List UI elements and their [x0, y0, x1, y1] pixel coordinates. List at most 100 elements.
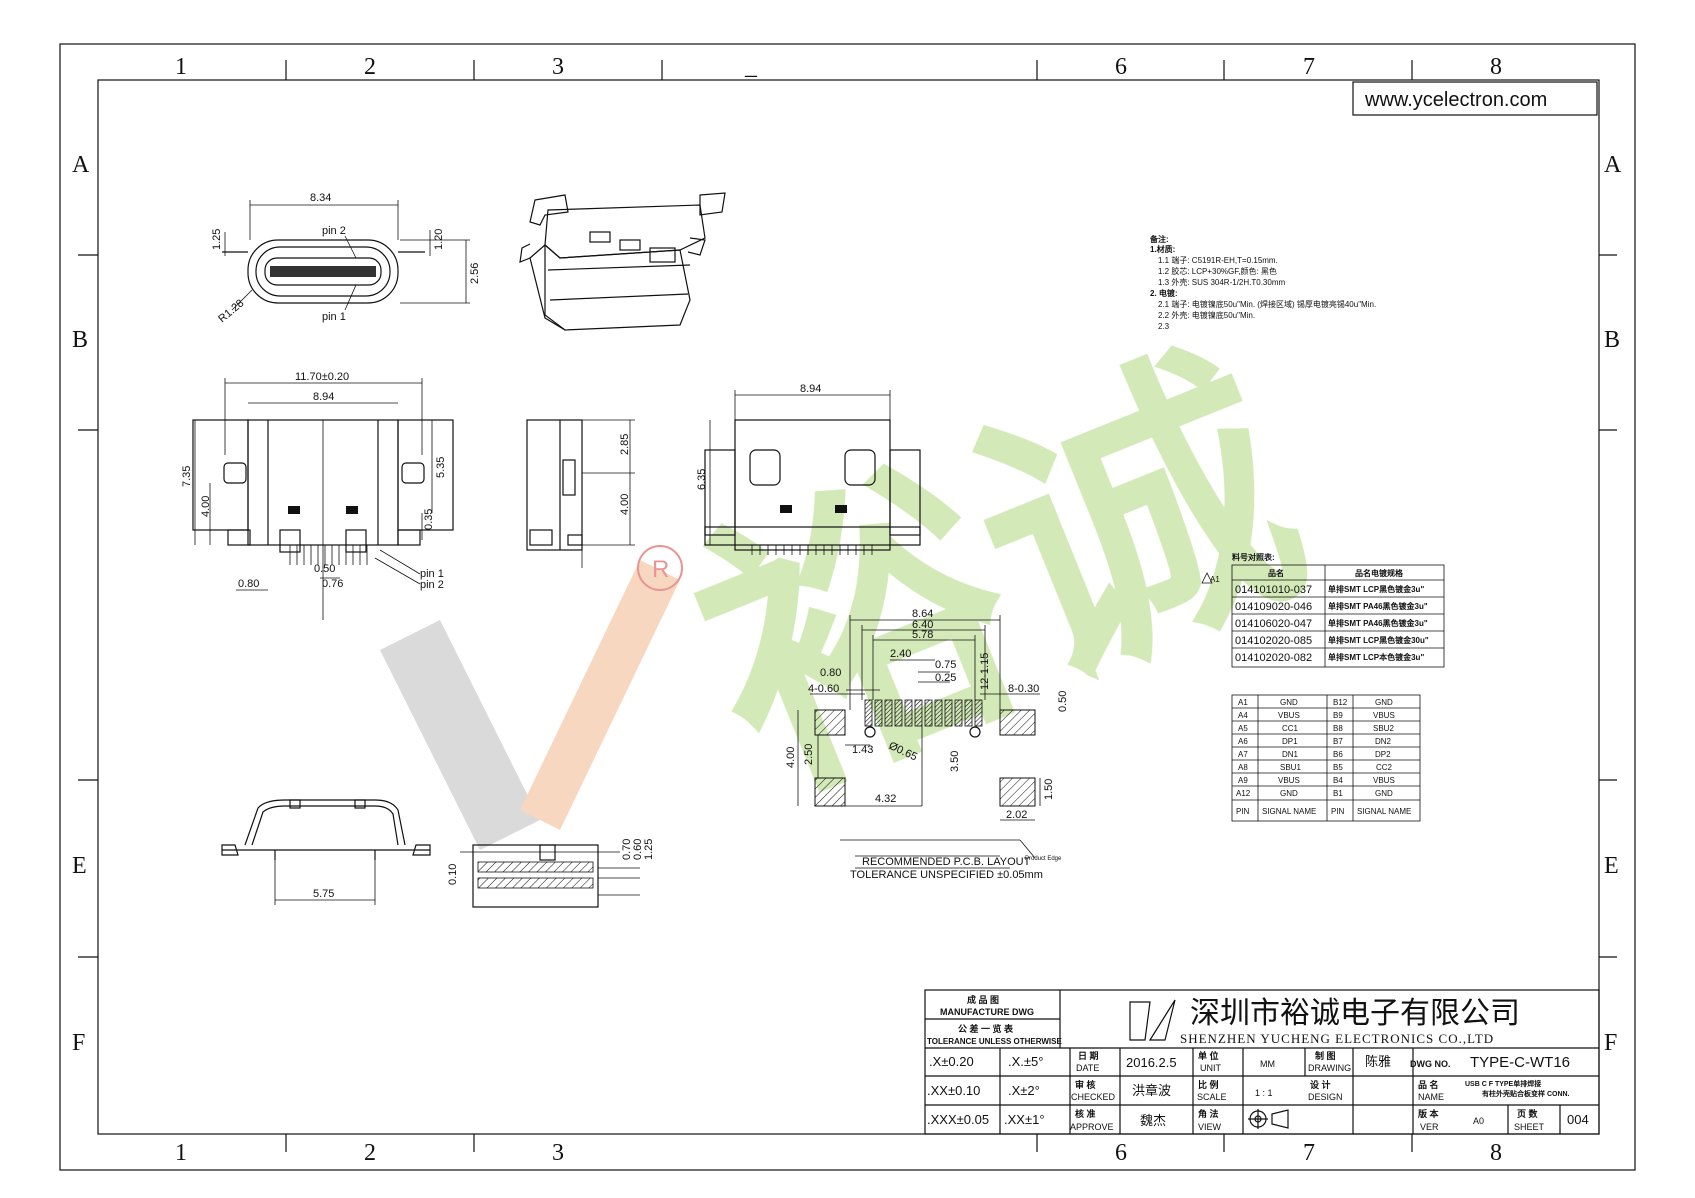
dim-front-width: 8.34 — [310, 192, 331, 204]
pin-r0-c2: B12 — [1333, 698, 1348, 707]
pin-r0-c1: GND — [1280, 698, 1298, 707]
pcb-layout-tolerance: TOLERANCE UNSPECIFIED ±0.05mm — [850, 869, 1043, 881]
pin-table: A1 GND B12 GND A4 VBUS B9 VBUS A5 CC1 B8… — [1231, 694, 1421, 822]
dim-sec-h4: 1.25 — [643, 839, 655, 860]
zone-row-f-right: F — [1604, 1030, 1617, 1056]
dim-top-p1: 0.80 — [238, 578, 259, 590]
tb-view-en: VIEW — [1198, 1122, 1222, 1132]
zone-col-3: 3 — [552, 54, 564, 80]
part-number-table: 料号对照表: A1 品名 品名电镀规格 014101010-037 单排SMT … — [1201, 552, 1445, 668]
pcb-layout-title: RECOMMENDED P.C.B. LAYOUT — [862, 856, 1031, 868]
zone-col-4: _ — [744, 54, 758, 80]
watermark-registered: R — [652, 556, 669, 583]
zone-bcol-3: 3 — [552, 1140, 564, 1166]
outer-border — [59, 43, 1636, 1171]
zone-bcol-6: 6 — [1115, 1140, 1127, 1166]
tb-checked-en: CHECKED — [1071, 1092, 1116, 1102]
pin-r3-c3: DN2 — [1375, 737, 1392, 746]
pin-r6-c3: VBUS — [1373, 776, 1395, 785]
dim-sec-h1: 0.10 — [447, 864, 459, 885]
dim-pcb-w3: 5.78 — [912, 629, 933, 641]
dim-top-h2: 4.00 — [200, 496, 212, 517]
dim-front-radius: R1.28 — [216, 297, 246, 325]
dim-pcb-w9: 12-1.15 — [979, 653, 991, 690]
dim-top-h3: 5.35 — [435, 457, 447, 478]
section-view — [460, 844, 640, 908]
part-row-1-pn: 014109020-046 — [1235, 601, 1312, 613]
pin-footer-0: PIN — [1236, 807, 1250, 816]
tb-ver: A0 — [1473, 1116, 1484, 1126]
part-row-2-pn: 014106020-047 — [1235, 618, 1312, 630]
part-table-title: 料号对照表: — [1232, 552, 1275, 562]
zone-bcol-8: 8 — [1490, 1140, 1502, 1166]
tb-ver-en: VER — [1420, 1122, 1439, 1132]
tb-tol3a: .XXX±0.05 — [927, 1112, 989, 1127]
tb-tol-cn: 公 差 一 览 表 — [958, 1023, 1014, 1034]
dim-pcb-w6: 0.25 — [935, 672, 956, 684]
watermark-logo: R 裕诚 — [380, 304, 1342, 852]
tb-tol2a: .XX±0.10 — [927, 1083, 980, 1098]
zone-row-f: F — [72, 1030, 85, 1056]
dim-pcb-w10: 8-0.30 — [1008, 683, 1039, 695]
dim-front-h1: 1.25 — [211, 229, 223, 250]
zone-row-e: E — [72, 853, 87, 879]
notes-title: 备注: — [1149, 234, 1169, 244]
tb-unit: MM — [1260, 1059, 1275, 1069]
tb-checked-cn: 审 核 — [1075, 1079, 1096, 1090]
dim-top-total: 11.70±0.20 — [295, 371, 349, 383]
pin-r6-c0: A9 — [1238, 776, 1248, 785]
zone-row-b-right: B — [1604, 327, 1620, 353]
top-view — [192, 378, 454, 620]
part-header-name: 品名 — [1268, 568, 1284, 578]
pin-r1-c1: VBUS — [1278, 711, 1300, 720]
pin-r1-c2: B9 — [1333, 711, 1343, 720]
part-row-0-pn: 014101010-037 — [1235, 584, 1312, 596]
tb-name-cn: 品 名 — [1418, 1079, 1439, 1090]
pin-r6-c1: VBUS — [1278, 776, 1300, 785]
pin-r5-c2: B5 — [1333, 763, 1343, 772]
front-view — [222, 200, 470, 311]
tb-company-cn: 深圳市裕诚电子有限公司 — [1190, 996, 1520, 1031]
tb-unit-en: UNIT — [1200, 1063, 1221, 1073]
pin-r2-c2: B8 — [1333, 724, 1343, 733]
dim-top-h1: 7.35 — [181, 466, 193, 487]
zone-row-e-right: E — [1604, 853, 1619, 879]
inner-border — [97, 79, 1600, 1135]
tb-approver: 魏杰 — [1140, 1113, 1166, 1128]
zone-bcol-2: 2 — [364, 1140, 376, 1166]
zone-ticks — [78, 60, 1617, 1152]
dim-bottom-height: 6.35 — [696, 469, 708, 490]
dim-side2-width: 5.75 — [313, 888, 334, 900]
dim-pcb-h2: 2.50 — [803, 744, 815, 765]
tb-tol3b: .XX±1° — [1004, 1112, 1045, 1127]
pin-r5-c1: SBU1 — [1280, 763, 1301, 772]
pin-r6-c2: B4 — [1333, 776, 1343, 785]
pin-r4-c0: A7 — [1238, 750, 1248, 759]
part-table-marker: A1 — [1210, 575, 1220, 584]
notes-l23: 2.3 — [1158, 322, 1170, 331]
company-logo — [1129, 999, 1176, 1041]
part-row-3-spec: 单排SMT LCP黑色镀金30u" — [1328, 635, 1429, 645]
pin-r0-c3: GND — [1375, 698, 1393, 707]
notes-l11: 1.1 端子: C5191R-EH,T=0.15mm. — [1158, 255, 1278, 265]
pcb-layout — [797, 615, 1041, 869]
pin-r2-c0: A5 — [1238, 724, 1248, 733]
zone-col-7: 7 — [1303, 54, 1315, 80]
tb-scale-en: SCALE — [1197, 1092, 1227, 1102]
tb-tol1b: .X.±5° — [1008, 1054, 1043, 1069]
dim-pcb-w11: 0.50 — [1057, 691, 1069, 712]
dim-front-h2: 1.20 — [433, 229, 445, 250]
part-row-1-spec: 单排SMT PA46黑色镀金3u" — [1328, 601, 1428, 611]
tb-drawing-cn: 制 图 — [1315, 1050, 1336, 1061]
notes-h1: 1.材质: — [1150, 244, 1175, 254]
zone-col-2: 2 — [364, 54, 376, 80]
dim-sec-h3: 0.60 — [632, 839, 644, 860]
dim-pcb-h1: 4.00 — [785, 747, 797, 768]
zone-bcol-7: 7 — [1303, 1140, 1315, 1166]
website-box — [1352, 81, 1598, 116]
dim-pcb-w7: 0.80 — [820, 667, 841, 679]
part-row-4-pn: 014102020-082 — [1235, 652, 1312, 664]
side-view — [526, 419, 635, 568]
pin-footer-3: SIGNAL NAME — [1357, 807, 1411, 816]
